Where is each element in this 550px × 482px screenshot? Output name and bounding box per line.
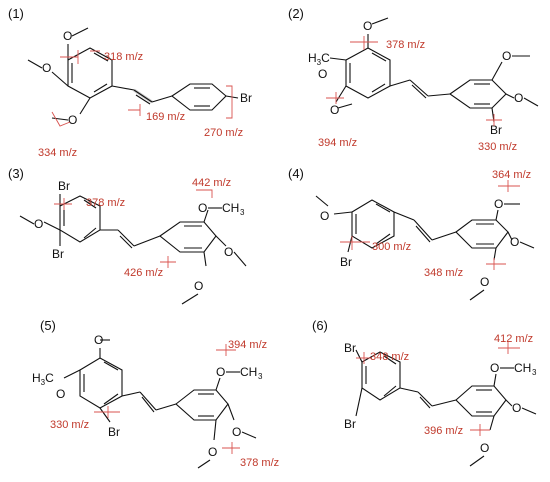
- atom-oxygen: O: [194, 279, 203, 293]
- fragment-label: 378 m/z: [86, 197, 125, 209]
- atom-bromine: Br: [58, 179, 70, 193]
- fragment-label: 396 m/z: [424, 425, 463, 437]
- atom-oxygen: O: [56, 387, 65, 401]
- structure-2: (2) O H3C O O O O Br 378 m/z 394 m: [288, 6, 539, 153]
- fragment-label: 318 m/z: [104, 51, 143, 63]
- methyl-ch3: CH: [222, 201, 239, 215]
- atom-bromine: Br: [108, 425, 120, 439]
- atom-oxygen: O: [94, 333, 103, 347]
- atom-oxygen: O: [63, 29, 72, 43]
- atom-oxygen: O: [42, 61, 51, 75]
- fragment-label: 330 m/z: [478, 141, 517, 153]
- atom-bromine: Br: [240, 91, 252, 105]
- fragment-label: 364 m/z: [492, 169, 531, 181]
- fragment-label: 378 m/z: [386, 39, 425, 51]
- atom-oxygen: O: [490, 361, 499, 375]
- methyl-h3c: H3C: [308, 51, 330, 67]
- fragment-label: 348 m/z: [424, 267, 463, 279]
- atom-oxygen: O: [320, 209, 329, 223]
- atom-oxygen: O: [68, 113, 77, 127]
- atom-oxygen: O: [502, 49, 511, 63]
- structure-label-6: (6): [312, 318, 328, 333]
- structure-label-3: (3): [8, 166, 24, 181]
- fragment-label: 442 m/z: [192, 177, 231, 189]
- atom-oxygen: O: [318, 67, 327, 81]
- fragment-label: 330 m/z: [50, 419, 89, 431]
- fragment-label: 378 m/z: [240, 457, 279, 469]
- atom-oxygen: O: [494, 197, 503, 211]
- atom-bromine: Br: [340, 255, 352, 269]
- fragment-label: 426 m/z: [124, 267, 163, 279]
- structure-label-1: (1): [8, 6, 24, 21]
- atom-oxygen: O: [208, 445, 217, 459]
- atom-oxygen: O: [512, 401, 521, 415]
- methyl-subscript: 3: [258, 372, 263, 381]
- fragment-label: 169 m/z: [146, 111, 185, 123]
- atom-oxygen: O: [34, 217, 43, 231]
- methyl-ch3: CH: [514, 361, 531, 375]
- atom-oxygen: O: [232, 425, 241, 439]
- atom-oxygen: O: [224, 245, 233, 259]
- methyl-h3c: H3C: [32, 371, 54, 387]
- atom-oxygen: O: [480, 441, 489, 455]
- structure-label-4: (4): [288, 166, 304, 181]
- structure-6: (6) Br Br O CH 3 O O 348 m/z 412 m/z 396: [312, 318, 537, 467]
- structure-4: (4) O Br O O O 364 m/z 300 m/z 348 m/z: [288, 166, 535, 301]
- structure-1: (1) O O O Br 318 m/z 169 m: [8, 6, 252, 159]
- fragment-label: 270 m/z: [204, 127, 243, 139]
- fragment-label: 334 m/z: [38, 147, 77, 159]
- atom-oxygen: O: [480, 275, 489, 289]
- atom-oxygen: O: [216, 365, 225, 379]
- atom-oxygen: O: [363, 19, 372, 33]
- atom-bromine: Br: [344, 341, 356, 355]
- atom-oxygen: O: [198, 201, 207, 215]
- structure-3: (3) Br O Br O CH 3 O O 378 m/z: [8, 166, 247, 305]
- atom-oxygen: O: [514, 91, 523, 105]
- atom-bromine: Br: [490, 123, 502, 137]
- atom-bromine: Br: [52, 247, 64, 261]
- structure-label-2: (2): [288, 6, 304, 21]
- methyl-subscript: 3: [240, 208, 245, 217]
- fragment-label: 394 m/z: [318, 137, 357, 149]
- methyl-ch3: CH: [240, 365, 257, 379]
- fragment-label: 348 m/z: [370, 351, 409, 363]
- fragment-label: 300 m/z: [372, 241, 411, 253]
- methyl-subscript: 3: [532, 368, 537, 377]
- structure-5: (5) O H3C O Br O CH 3 O O 394: [32, 318, 279, 469]
- fragment-label: 394 m/z: [228, 339, 267, 351]
- structure-label-5: (5): [40, 318, 56, 333]
- fragment-label: 412 m/z: [494, 333, 533, 345]
- atom-oxygen: O: [330, 103, 339, 117]
- atom-oxygen: O: [510, 235, 519, 249]
- atom-bromine: Br: [344, 417, 356, 431]
